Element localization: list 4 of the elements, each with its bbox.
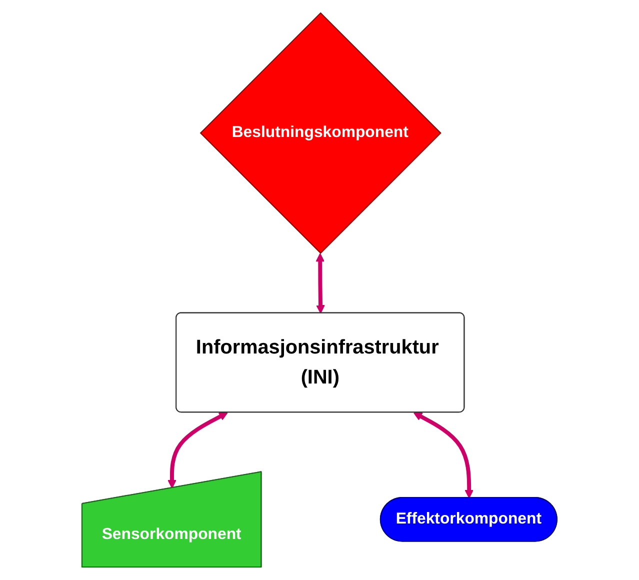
arrow	[413, 412, 474, 498]
arrow	[316, 253, 325, 314]
node-diamond: Beslutningskomponent	[200, 12, 442, 254]
arrow	[168, 412, 228, 488]
